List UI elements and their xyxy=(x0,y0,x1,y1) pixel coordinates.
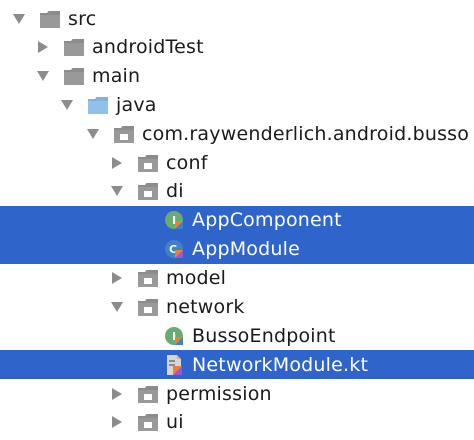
tree-item-label: AppModule xyxy=(192,238,301,260)
kotlin-interface-icon: I xyxy=(164,327,184,345)
chevron-down-icon[interactable] xyxy=(110,300,124,314)
tree-item-ui[interactable]: ui xyxy=(0,408,474,436)
package-icon xyxy=(138,154,158,172)
tree-item-label: permission xyxy=(166,383,272,405)
tree-item-appcomponent[interactable]: I AppComponent xyxy=(0,206,474,234)
tree-item-label: main xyxy=(92,65,141,87)
chevron-down-icon[interactable] xyxy=(12,12,26,26)
tree-item-label: com.raywenderlich.android.busso xyxy=(142,123,470,145)
tree-item-label: NetworkModule.kt xyxy=(192,354,369,376)
tree-item-conf[interactable]: conf xyxy=(0,149,474,177)
tree-item-androidtest[interactable]: androidTest xyxy=(0,33,474,61)
tree-item-appmodule[interactable]: C AppModule xyxy=(0,235,474,263)
tree-item-label: AppComponent xyxy=(192,209,342,231)
folder-icon xyxy=(64,38,84,56)
folder-icon xyxy=(40,10,60,28)
tree-item-package-root[interactable]: com.raywenderlich.android.busso xyxy=(0,120,474,148)
svg-text:I: I xyxy=(172,214,176,227)
tree-item-bussoendpoint[interactable]: I BussoEndpoint xyxy=(0,322,474,350)
chevron-down-icon[interactable] xyxy=(86,127,100,141)
package-icon xyxy=(138,298,158,316)
chevron-right-icon[interactable] xyxy=(110,415,124,429)
source-folder-icon xyxy=(88,96,108,114)
tree-item-label: BussoEndpoint xyxy=(192,325,336,347)
tree-item-model[interactable]: model xyxy=(0,264,474,292)
svg-text:I: I xyxy=(172,330,176,343)
package-icon xyxy=(138,269,158,287)
kotlin-class-icon: C xyxy=(164,240,184,258)
chevron-down-icon[interactable] xyxy=(60,98,74,112)
tree-item-permission[interactable]: permission xyxy=(0,380,474,408)
tree-item-label: model xyxy=(166,267,227,289)
tree-item-main[interactable]: main xyxy=(0,62,474,90)
kotlin-file-icon xyxy=(164,355,184,375)
kotlin-interface-icon: I xyxy=(164,211,184,229)
tree-item-label: java xyxy=(116,94,157,116)
package-icon xyxy=(114,125,134,143)
chevron-down-icon[interactable] xyxy=(36,69,50,83)
package-icon xyxy=(138,182,158,200)
chevron-right-icon[interactable] xyxy=(110,156,124,170)
tree-item-label: di xyxy=(166,180,184,202)
tree-item-label: conf xyxy=(166,152,208,174)
folder-icon xyxy=(64,67,84,85)
chevron-down-icon[interactable] xyxy=(110,184,124,198)
tree-item-label: androidTest xyxy=(92,36,204,58)
svg-text:C: C xyxy=(169,243,177,256)
tree-item-network[interactable]: network xyxy=(0,293,474,321)
tree-item-java[interactable]: java xyxy=(0,91,474,119)
tree-item-src[interactable]: src xyxy=(0,5,474,33)
tree-item-label: ui xyxy=(166,411,184,433)
package-icon xyxy=(138,385,158,403)
chevron-right-icon[interactable] xyxy=(110,271,124,285)
tree-item-di[interactable]: di xyxy=(0,177,474,205)
tree-item-label: network xyxy=(166,296,245,318)
chevron-right-icon[interactable] xyxy=(36,40,50,54)
tree-item-label: src xyxy=(68,8,97,30)
chevron-right-icon[interactable] xyxy=(110,387,124,401)
package-icon xyxy=(138,413,158,431)
tree-item-networkmodule-kt[interactable]: NetworkModule.kt xyxy=(0,351,474,379)
